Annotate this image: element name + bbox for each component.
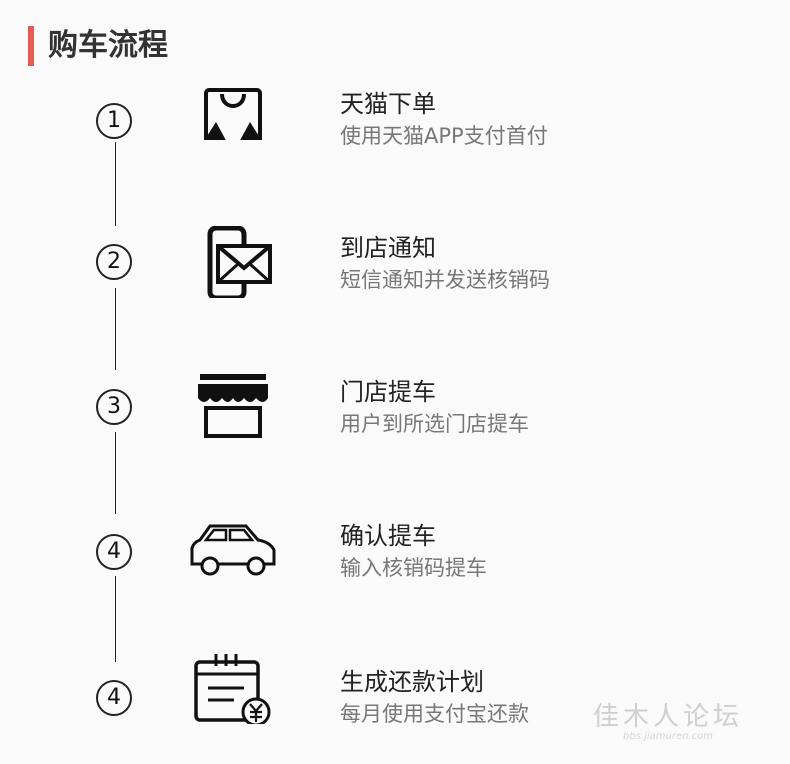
watermark-url: bbs.jiamuren.com [623,731,713,742]
timeline-connector [115,288,116,370]
phone-message-icon [188,225,278,301]
accent-bar [28,26,34,66]
calendar-yuan-icon [188,652,278,727]
step-description: 短信通知并发送核销码 [340,268,550,292]
step-description: 每月使用支付宝还款 [340,702,529,726]
tmall-bag-icon [188,84,278,156]
watermark: 佳木人论坛 bbs.jiamuren.com [588,696,748,742]
step-title: 生成还款计划 [340,668,484,696]
step-title: 确认提车 [340,522,436,550]
step-number: 4 [96,534,132,570]
step-title: 天猫下单 [340,90,436,118]
step-number: 2 [96,244,132,280]
step-number: 4 [96,680,132,716]
storefront-icon [188,370,278,442]
step-title: 门店提车 [340,378,436,406]
step-number: 3 [96,389,132,425]
page-title: 购车流程 [48,28,168,63]
step-description: 用户到所选门店提车 [340,412,529,436]
step-title: 到店通知 [340,234,436,262]
watermark-text: 佳木人论坛 [592,702,743,732]
timeline-connector [115,432,116,514]
car-icon [188,514,278,586]
step-description: 使用天猫APP支付首付 [340,124,548,148]
step-number: 1 [96,103,132,139]
timeline-connector [115,142,116,226]
timeline-connector [115,576,116,662]
step-description: 输入核销码提车 [340,556,487,580]
